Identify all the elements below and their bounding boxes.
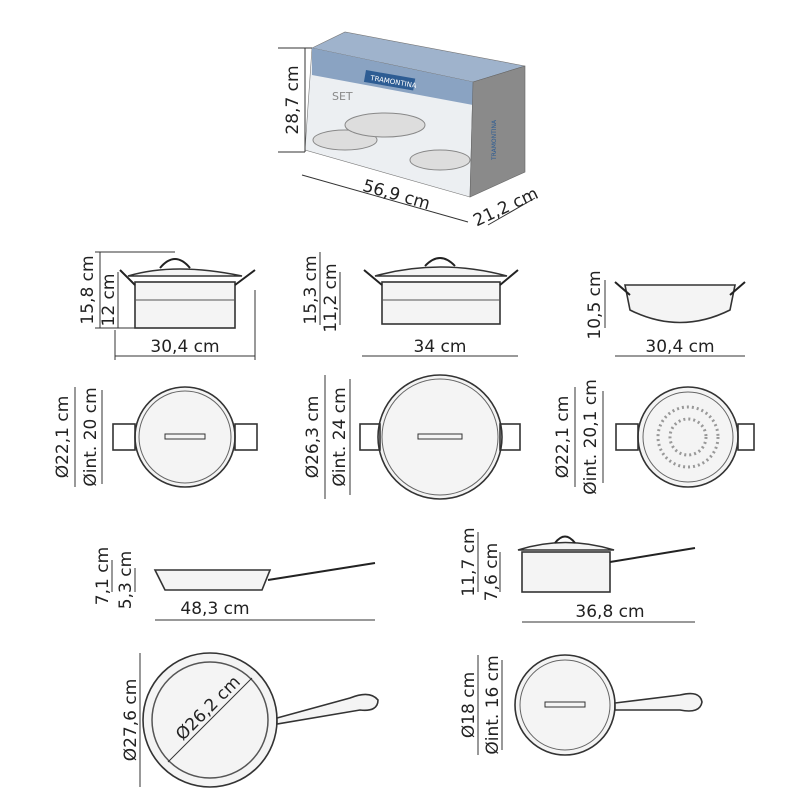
steamer-diameter: Ø22,1 cm: [553, 396, 573, 479]
casserole-24-diameter: Ø26,3 cm: [303, 396, 323, 479]
casserole-20-inner-diameter: Øint. 20 cm: [81, 387, 101, 486]
casserole-24-top-view: [359, 374, 521, 500]
steamer-top-view: [615, 386, 755, 488]
casserole-20-height-lid: 15,8 cm: [78, 255, 98, 324]
frying-pan-length: 48,3 cm: [180, 599, 249, 619]
steamer-side-view: [614, 281, 746, 324]
saucepan-top-view: [514, 654, 703, 756]
saucepan-height-lid: 11,7 cm: [459, 527, 479, 596]
casserole-24-side-view: [363, 257, 519, 325]
steamer-height: 10,5 cm: [585, 270, 605, 339]
casserole-20-width: 30,4 cm: [150, 337, 219, 357]
saucepan-height: 7,6 cm: [482, 543, 502, 601]
saucepan-diameter: Ø18 cm: [459, 672, 479, 738]
frying-pan-diameter: Ø27,6 cm: [121, 679, 141, 762]
frying-pan-side-view: [153, 562, 376, 591]
frying-pan-top-view: [142, 652, 379, 788]
frying-pan-inner-height: 5,3 cm: [116, 551, 136, 609]
casserole-20-side-view: [119, 258, 256, 329]
casserole-24-width: 34 cm: [414, 337, 467, 357]
steamer-width: 30,4 cm: [645, 337, 714, 357]
box-side-brand: TRAMONTINA: [491, 119, 498, 161]
box-set-text: SET: [332, 90, 353, 103]
casserole-20-top-view: [112, 386, 258, 488]
casserole-24-height-lid: 15,3 cm: [301, 255, 321, 324]
casserole-20-height: 12 cm: [99, 274, 119, 327]
steamer-inner-diameter: Øint. 20,1 cm: [581, 379, 601, 495]
product-box: TRAMONTINA TRAMONTINA SET: [304, 31, 526, 198]
saucepan-side-view: [517, 535, 696, 593]
casserole-24-height: 11,2 cm: [321, 263, 341, 332]
saucepan-length: 36,8 cm: [575, 602, 644, 622]
frying-pan-height: 7,1 cm: [93, 547, 113, 605]
casserole-20-diameter: Ø22,1 cm: [53, 396, 73, 479]
box-height-label: 28,7 cm: [283, 65, 303, 134]
saucepan-inner-diameter: Øint. 16 cm: [483, 655, 503, 754]
casserole-24-inner-diameter: Øint. 24 cm: [330, 387, 350, 486]
